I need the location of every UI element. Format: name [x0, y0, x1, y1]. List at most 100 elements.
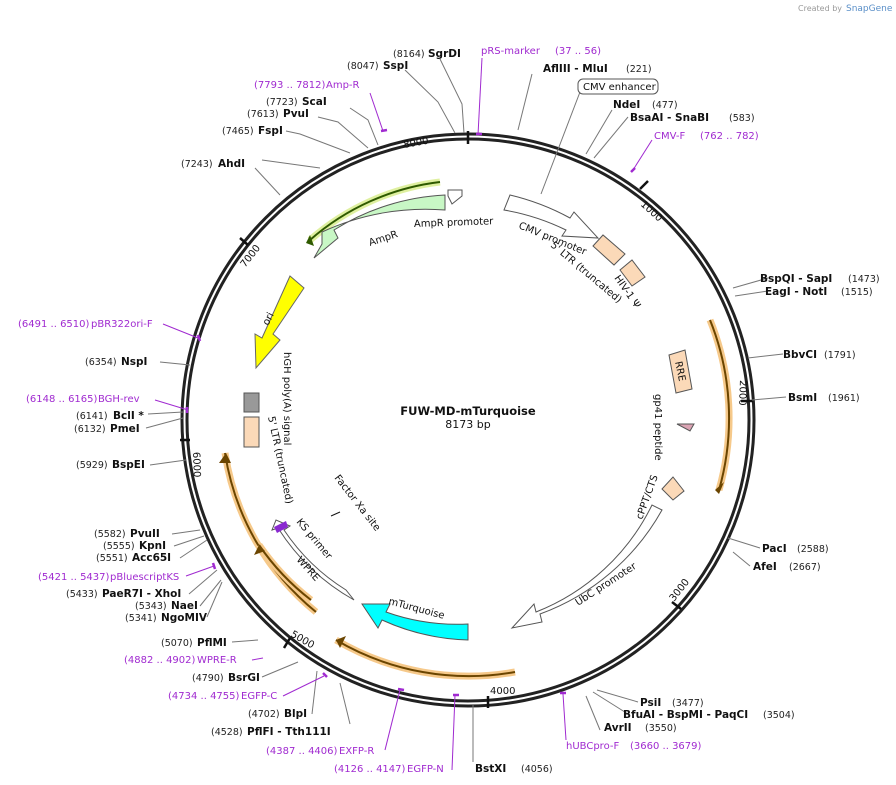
site-bcli: BclI * — [113, 410, 144, 422]
site-eagi-noti: EagI - NotI — [765, 286, 827, 298]
site-pos-fspi: (7465) — [222, 126, 254, 137]
site-pos-afei: (2667) — [789, 562, 821, 573]
site-pflfi-tth111i: PflFI - Tth111I — [247, 726, 331, 738]
site-pflmi: PflMI — [197, 637, 227, 649]
plasmid-size: 8173 bp — [445, 418, 490, 431]
site-sspi: SspI — [383, 60, 408, 72]
site-pos-nspi: (6354) — [85, 357, 117, 368]
site-acc65i: Acc65I — [132, 552, 171, 564]
site-avrii: AvrII — [604, 722, 632, 734]
primer-exfp-r: EXFP-R — [339, 746, 374, 757]
site-afei: AfeI — [753, 561, 777, 573]
site-bsmi: BsmI — [788, 392, 817, 404]
orf-arrowhead-right — [715, 482, 724, 494]
primer-pos-egfp-n: (4126 .. 4147) — [334, 764, 406, 775]
primer-hubcpro-f: hUBCpro-F — [566, 741, 619, 752]
tick-1000: 1000 — [638, 199, 664, 224]
mturquoise-feature — [361, 603, 469, 641]
site-bbvci: BbvCI — [783, 349, 817, 361]
site-pos-bfuai: (3504) — [763, 710, 795, 721]
site-pmei: PmeI — [110, 423, 140, 435]
site-pos-naei: (5343) — [135, 601, 167, 612]
site-pos-pmei: (6132) — [74, 424, 106, 435]
site-paer7i-xhoi: PaeR7I - XhoI — [102, 588, 181, 600]
primer-pos-pbluescriptks: (5421 .. 5437) — [38, 572, 110, 583]
primer-cmv-f: CMV-F — [654, 131, 685, 142]
site-bsaai-snabi: BsaAI - SnaBI — [630, 112, 709, 124]
primer-wpre-r: WPRE-R — [197, 655, 237, 666]
site-pos-bsaai: (583) — [729, 113, 755, 124]
cmv-enhancer-box — [577, 78, 659, 95]
primer-pos-prs-marker: (37 .. 56) — [555, 46, 601, 57]
ltr5-top-feature — [592, 234, 626, 266]
label-rre: RRE — [672, 360, 687, 382]
primer-egfp-n: EGFP-N — [407, 764, 444, 775]
site-naei: NaeI — [171, 600, 198, 612]
ltr5-left-feature — [243, 416, 260, 448]
tick-4000: 4000 — [490, 686, 515, 697]
site-paci: PacI — [762, 543, 787, 555]
primer-pos-wpre-r: (4882 .. 4902) — [124, 655, 196, 666]
primer-leaders — [154, 57, 653, 771]
site-ndei: NdeI — [613, 99, 640, 111]
label-factor-xa: Factor Xa site — [332, 473, 383, 533]
ampr-promoter-feature — [447, 189, 463, 205]
site-pos-psii: (3477) — [672, 698, 704, 709]
primer-pos-hubcpro-f: (3660 .. 3679) — [630, 741, 702, 752]
site-pos-sgrdi: (8164) — [393, 49, 425, 60]
orf-arrowhead-left2 — [254, 545, 265, 555]
site-pos-paci: (2588) — [797, 544, 829, 555]
tick-7000: 7000 — [239, 243, 263, 270]
ampr-feature — [313, 194, 446, 259]
primer-amp-r: Amp-R — [326, 80, 360, 91]
primer-pbluescriptks: pBluescriptKS — [110, 572, 179, 583]
site-pos-ngomiv: (5341) — [125, 613, 157, 624]
site-bsrgi: BsrGI — [228, 672, 260, 684]
site-pos-scai: (7723) — [266, 97, 298, 108]
orf-arcs — [221, 178, 733, 680]
site-pos-blpi: (4702) — [248, 709, 280, 720]
tick-6000: 6000 — [190, 452, 202, 478]
primer-pos-amp-r: (7793 .. 7812) — [254, 80, 326, 91]
tick-8000: 8000 — [403, 136, 430, 151]
primer-egfp-c: EGFP-C — [241, 691, 277, 702]
primer-marks — [185, 128, 636, 697]
primer-bgh-rev: BGH-rev — [98, 394, 140, 405]
ori-feature — [254, 275, 305, 370]
primer-pbr322ori-f: pBR322ori-F — [91, 319, 153, 330]
brand-snapgene-logo: SnapGene — [846, 4, 893, 14]
tick-marks — [180, 131, 753, 708]
primer-prs-marker: pRS-marker — [481, 46, 541, 57]
site-blpi: BlpI — [284, 708, 307, 720]
primer-pos-exfp-r: (4387 .. 4406) — [266, 746, 338, 757]
site-bstxi: BstXI — [475, 763, 506, 775]
primer-pos-pbr322ori-f: (6491 .. 6510) — [18, 319, 90, 330]
site-sgrdi: SgrDI — [428, 48, 461, 60]
site-pos-eagi: (1515) — [841, 287, 873, 298]
site-pos-kpni: (5555) — [103, 541, 135, 552]
site-kpni: KpnI — [139, 540, 166, 552]
label-ampr-promoter: AmpR promoter — [414, 216, 495, 230]
site-pos-sspi: (8047) — [347, 61, 379, 72]
label-hgh: hGH poly(A) signal — [281, 352, 292, 445]
site-pos-pflmi: (5070) — [161, 638, 193, 649]
ubc-promoter-feature — [510, 504, 663, 629]
primer-pos-bgh-rev: (6148 .. 6165) — [26, 394, 98, 405]
site-bspqi-sapi: BspQI - SapI — [760, 273, 832, 285]
primer-pos-cmv-f: (762 .. 782) — [700, 131, 759, 142]
site-leaders — [145, 58, 787, 762]
orf-arrowhead-bottom — [336, 636, 346, 648]
site-pos-ndei: (477) — [652, 100, 678, 111]
site-afliii-mlui: AflIII - MluI — [543, 63, 608, 75]
site-pos-bspqi: (1473) — [848, 274, 880, 285]
site-nspi: NspI — [121, 356, 147, 368]
site-ngomiv: NgoMIV — [161, 612, 208, 624]
site-bspei: BspEI — [112, 459, 145, 471]
ks-primer-feature — [274, 521, 288, 533]
primer-pos-egfp-c: (4734 .. 4755) — [168, 691, 240, 702]
site-pos-paer7i: (5433) — [66, 589, 98, 600]
cmv-promoter-feature — [503, 194, 600, 239]
label-cmv-enhancer: CMV enhancer — [583, 82, 657, 93]
site-labels: (8164) SgrDI (8047) SspI (7723) ScaI (76… — [66, 48, 880, 775]
